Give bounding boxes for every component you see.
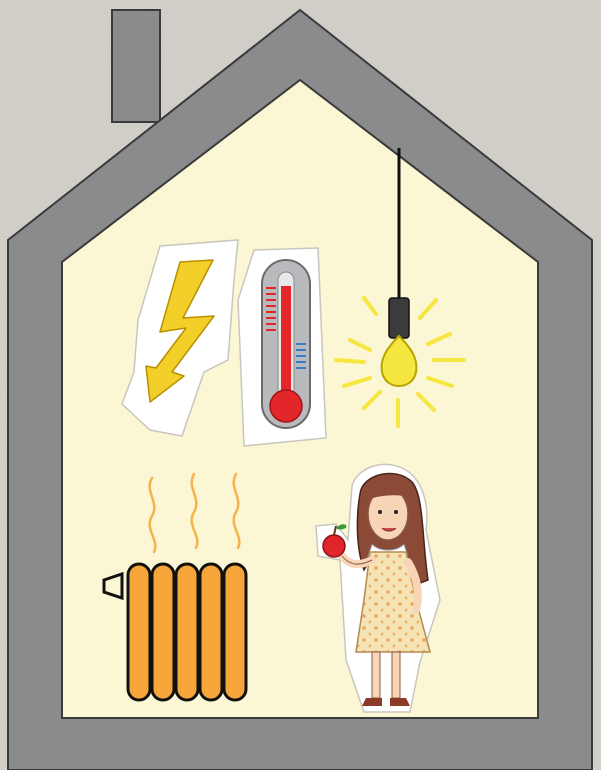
chimney-icon: [112, 10, 160, 122]
thermometer-icon: [238, 248, 326, 446]
